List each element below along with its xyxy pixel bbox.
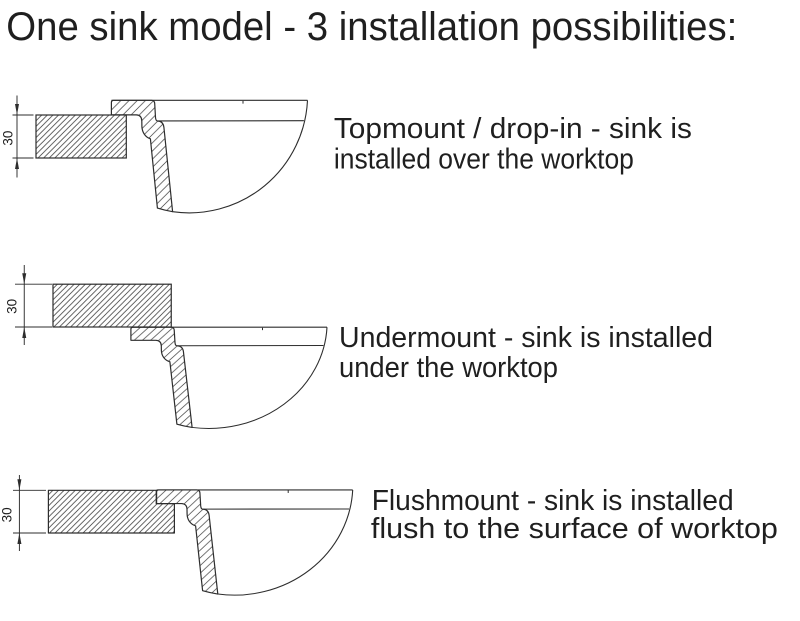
svg-text:under the worktop: under the worktop (339, 352, 558, 384)
svg-text:Topmount / drop-in - sink is: Topmount / drop-in - sink is (334, 113, 692, 145)
svg-text:30: 30 (1, 131, 16, 146)
svg-text:installed over the worktop: installed over the worktop (334, 143, 634, 175)
svg-text:One sink model - 3 installatio: One sink model - 3 installation possibil… (6, 5, 737, 49)
svg-text:30: 30 (0, 507, 14, 522)
svg-text:Undermount - sink is installed: Undermount - sink is installed (339, 322, 713, 354)
svg-text:flush to the surface of workto: flush to the surface of worktop (371, 513, 778, 545)
svg-text:Flushmount - sink is installed: Flushmount - sink is installed (372, 485, 734, 517)
svg-text:30: 30 (4, 299, 19, 314)
